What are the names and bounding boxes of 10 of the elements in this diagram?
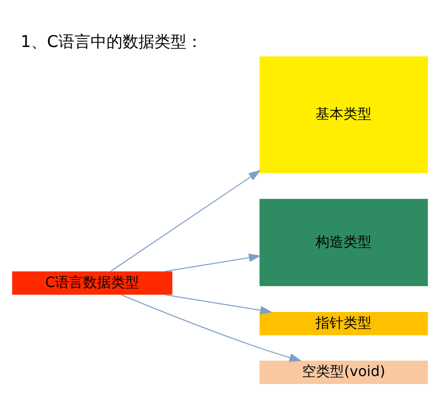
- arrow: [164, 253, 262, 272]
- arrow: [121, 294, 302, 362]
- arrow: [110, 170, 261, 272]
- diagram-title: 1、C语言中的数据类型：: [20, 32, 202, 51]
- node-box: 指针类型: [260, 311, 428, 335]
- node-box: 空类型(void): [260, 360, 428, 384]
- node-box: 基本类型: [260, 56, 428, 173]
- node-box: C语言数据类型: [12, 270, 172, 294]
- node-box: 构造类型: [260, 198, 428, 286]
- arrow: [164, 294, 272, 314]
